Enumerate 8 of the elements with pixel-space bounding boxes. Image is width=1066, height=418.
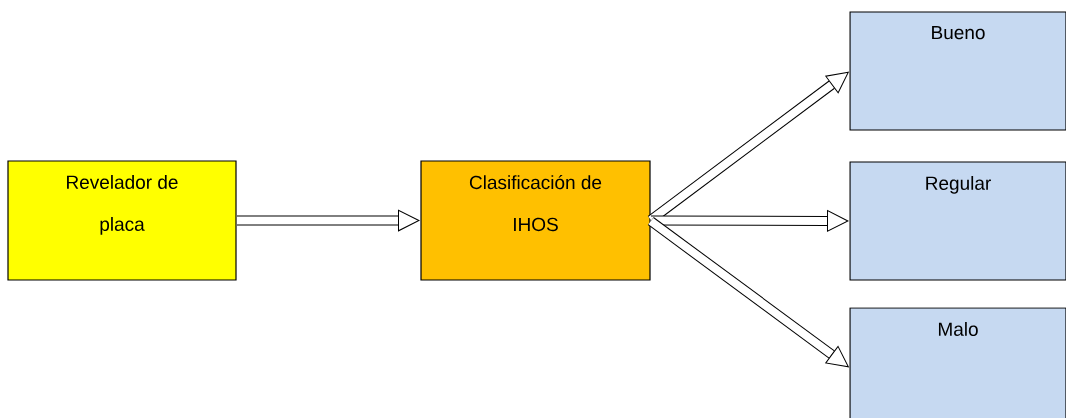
arrow	[237, 209, 420, 232]
process-box: Regular	[849, 161, 1066, 281]
arrow	[647, 217, 849, 368]
arrow	[651, 210, 849, 232]
process-box: Malo	[849, 307, 1066, 418]
process-box: Bueno	[849, 11, 1066, 131]
process-box: Clasificación de IHOS	[420, 160, 651, 281]
process-box: Revelador de placa	[7, 160, 237, 281]
